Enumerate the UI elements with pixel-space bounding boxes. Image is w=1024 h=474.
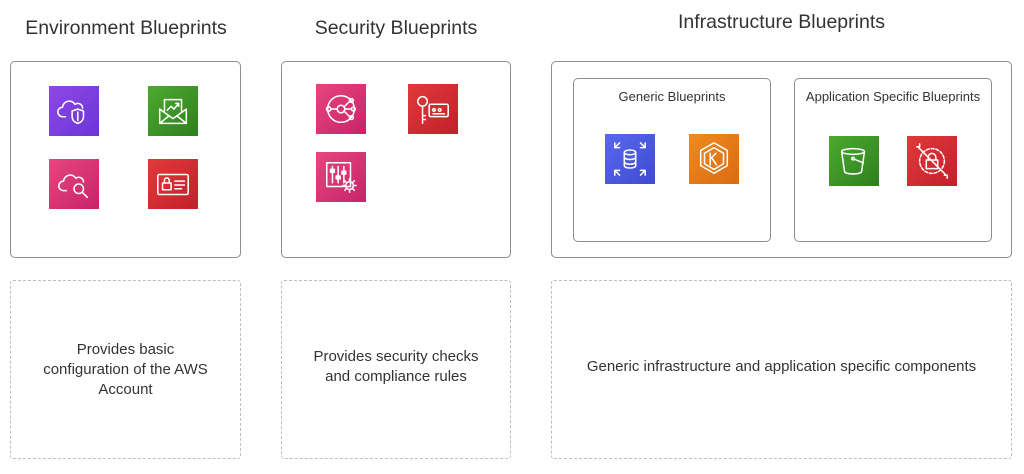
security-blueprints-title: Security Blueprints: [314, 17, 478, 39]
infrastructure-blueprints-panel: Generic Blueprints Application Specific …: [551, 61, 1012, 258]
infrastructure-description-box: Generic infrastructure and application s…: [551, 280, 1012, 459]
cloud-shield-icon: [49, 86, 99, 136]
lock-blocked-icon: [907, 136, 957, 186]
key-card-icon: [408, 84, 458, 134]
bucket-icon: [829, 136, 879, 186]
environment-blueprints-title: Environment Blueprints: [25, 17, 227, 39]
mail-chart-icon: [148, 86, 198, 136]
security-blueprints-panel: [281, 61, 511, 258]
generic-blueprints-title: Generic Blueprints: [618, 89, 726, 104]
environment-description-box: Provides basic configuration of the AWS …: [10, 280, 241, 459]
environment-description: Provides basic configuration of the AWS …: [43, 340, 208, 398]
kubernetes-icon: [689, 134, 739, 184]
application-specific-blueprints-title: Application Specific Blueprints: [805, 89, 981, 104]
security-description: Provides security checks and compliance …: [313, 347, 479, 385]
lock-card-icon: [148, 159, 198, 209]
application-specific-blueprints-panel: Application Specific Blueprints: [794, 78, 992, 242]
security-description-box: Provides security checks and compliance …: [281, 280, 511, 459]
environment-blueprints-panel: [10, 61, 241, 258]
control-settings-icon: [316, 152, 366, 202]
infrastructure-blueprints-title: Infrastructure Blueprints: [677, 11, 885, 33]
cloud-search-icon: [49, 159, 99, 209]
generic-blueprints-panel: Generic Blueprints: [573, 78, 771, 242]
database-icon: [605, 134, 655, 184]
infrastructure-description: Generic infrastructure and application s…: [586, 357, 977, 375]
network-hub-icon: [316, 84, 366, 134]
